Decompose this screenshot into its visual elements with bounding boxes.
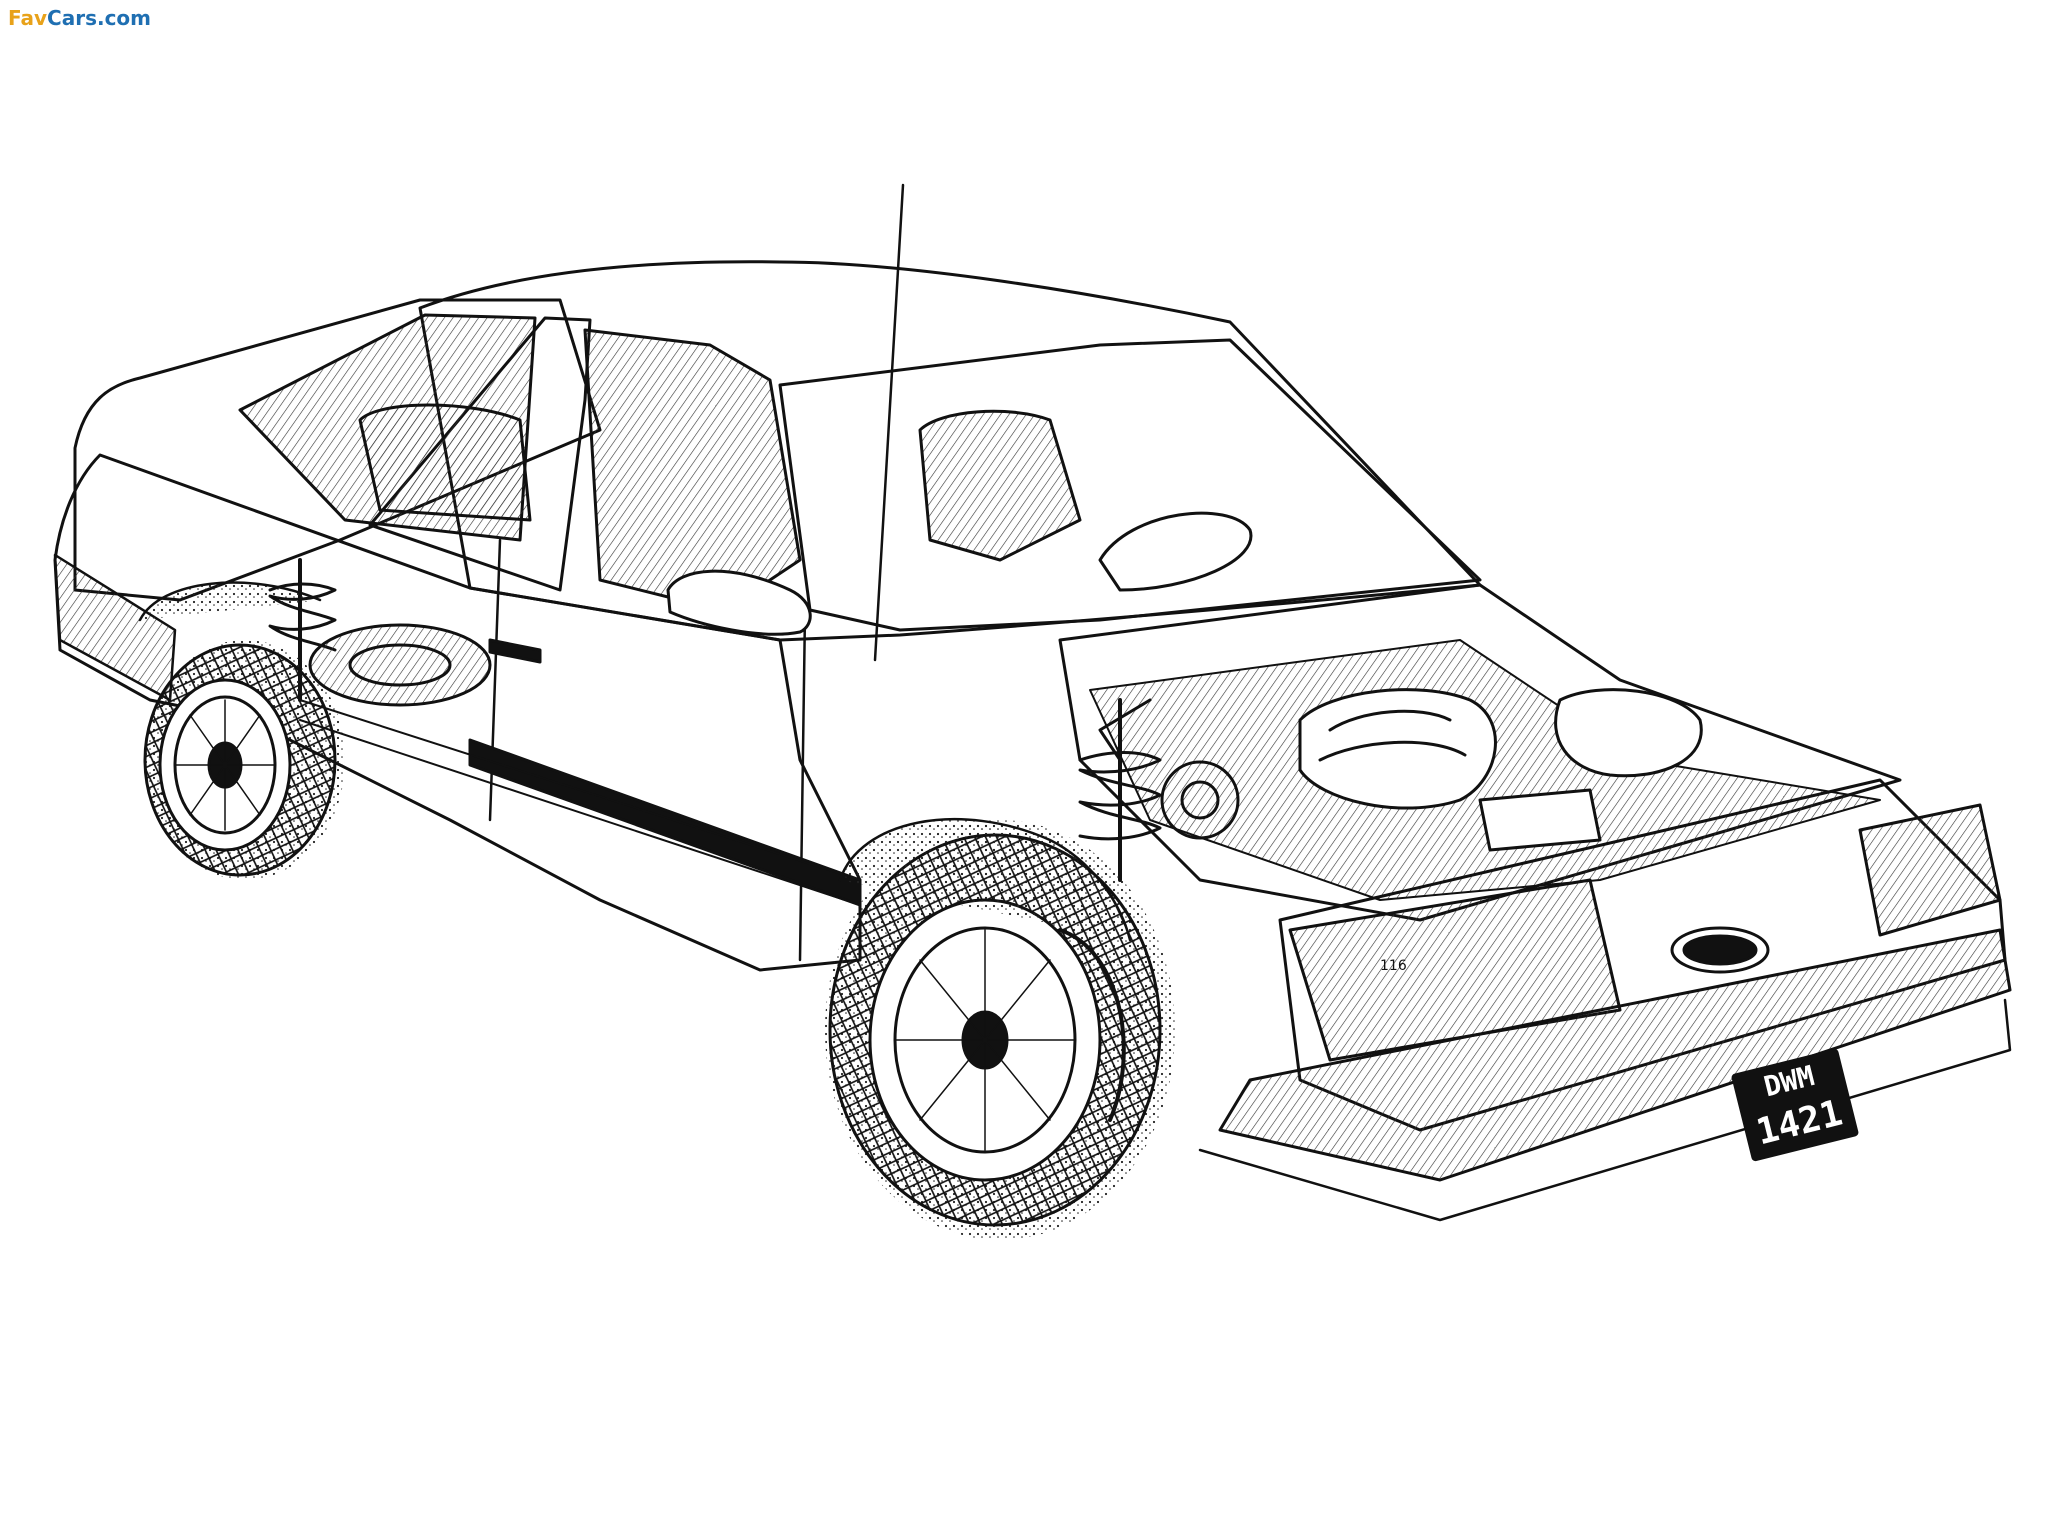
door-line-rear — [488, 538, 502, 822]
rear-seat — [358, 403, 532, 522]
spare-tire — [308, 623, 492, 707]
front-light-label: 116 — [1380, 958, 1407, 974]
front-bumper — [1218, 928, 2012, 1182]
underbody — [299, 699, 861, 906]
favcars-watermark: FavCars.com — [8, 6, 151, 30]
air-cleaner — [1554, 688, 1703, 778]
antenna — [873, 183, 905, 662]
car-body-side — [53, 453, 862, 972]
battery — [1478, 788, 1602, 852]
front-door-window — [583, 328, 802, 602]
steering-wheel — [1098, 511, 1253, 592]
door-line-front — [798, 610, 807, 962]
rear-wheel — [143, 640, 345, 880]
front-wheel-arch — [838, 817, 1132, 942]
front-seat-driver — [918, 409, 1082, 562]
license-plate: DWM 1421 — [1731, 1048, 1859, 1162]
front-strut — [1078, 698, 1162, 882]
headlight-right — [1858, 803, 2002, 937]
car-rear-bumper — [53, 553, 177, 702]
watermark-fav: Fav — [8, 6, 48, 30]
door-handle-rear — [488, 638, 542, 664]
rear-wheel-arch — [138, 581, 322, 622]
windshield — [778, 338, 1482, 632]
watermark-cars: Cars.com — [47, 6, 152, 30]
engine-block — [1298, 688, 1497, 810]
side-mirror — [666, 569, 812, 636]
brake-disc — [1058, 928, 1126, 1122]
engine-bay — [1089, 639, 1881, 901]
